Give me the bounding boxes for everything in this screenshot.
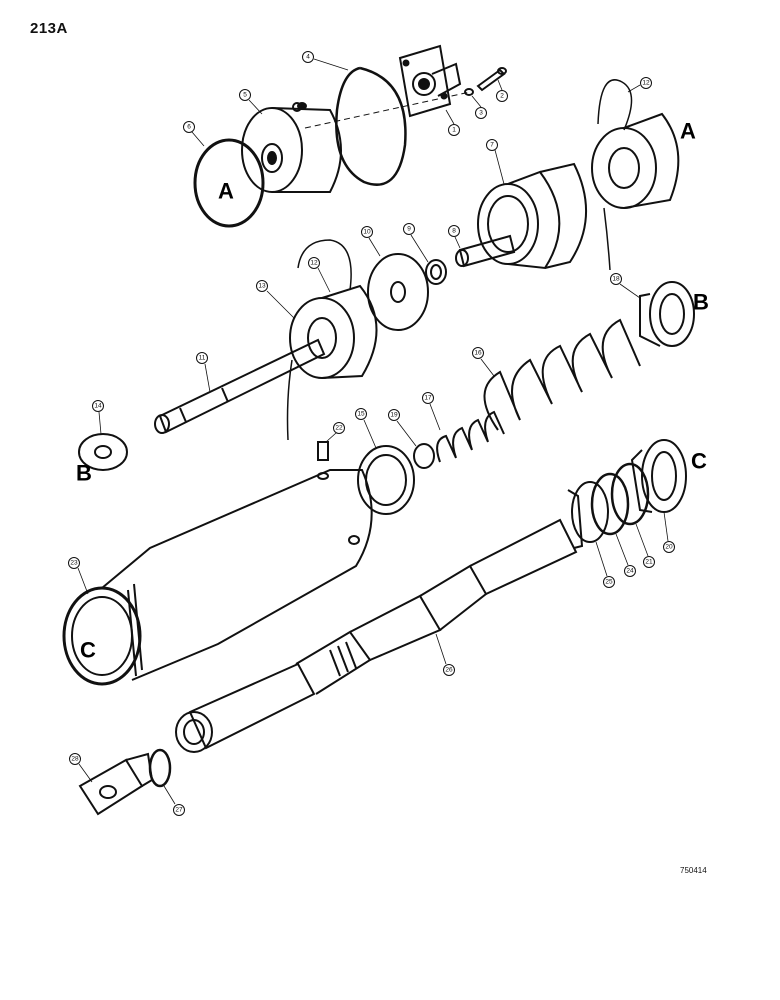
ref-letter-a-coil: A xyxy=(680,119,696,144)
spring-seat-item-18 xyxy=(639,281,695,347)
callout-circle xyxy=(486,139,498,151)
callout-22: 22 xyxy=(335,425,343,432)
callout-circle xyxy=(256,280,268,292)
callout-circle xyxy=(443,664,455,676)
callout-12: 12 xyxy=(642,80,650,87)
callout-circle xyxy=(448,124,460,136)
callout-circle xyxy=(610,273,622,285)
callout-6: 6 xyxy=(187,124,191,131)
callout-28: 28 xyxy=(71,756,79,763)
gland-nut-item-20 xyxy=(630,439,687,513)
callout-circle xyxy=(448,225,460,237)
callout-25: 25 xyxy=(605,579,613,586)
callout-9: 9 xyxy=(407,226,411,233)
bushing-item-9 xyxy=(425,259,447,285)
plate-item-10 xyxy=(367,253,429,331)
callout-circle xyxy=(663,541,675,553)
callout-circle xyxy=(92,400,104,412)
callout-5: 5 xyxy=(243,92,247,99)
large-spring-item-16 xyxy=(483,318,641,431)
alignment-line xyxy=(304,91,471,129)
piston-rod-assembly-item-26 xyxy=(175,518,578,753)
ref-letter-a-o-ring: A xyxy=(218,179,234,204)
coil-body-item-13 xyxy=(286,239,378,441)
callout-circle xyxy=(68,557,80,569)
callout-circle xyxy=(355,408,367,420)
ref-letter-b-spring-seat: B xyxy=(693,290,709,315)
piston-head-item-5 xyxy=(241,102,342,193)
callout-18: 18 xyxy=(612,276,620,283)
callout-10: 10 xyxy=(363,229,371,236)
ref-letter-c-barrel: C xyxy=(80,638,96,663)
callout-circle xyxy=(475,107,487,119)
callout-15: 15 xyxy=(357,411,365,418)
callout-4: 4 xyxy=(306,54,310,61)
bolt-item-2 xyxy=(476,67,507,92)
barrel-item-23 xyxy=(62,469,373,686)
callout-circle xyxy=(422,392,434,404)
callout-24: 24 xyxy=(626,568,634,575)
callout-circle xyxy=(640,77,652,89)
page-number: 213A xyxy=(30,20,68,37)
o-ring-item-21 xyxy=(610,462,650,526)
gland-item-25 xyxy=(567,481,609,549)
callout-circle xyxy=(643,556,655,568)
o-ring-item-27 xyxy=(148,748,172,788)
washer-item-14 xyxy=(78,433,128,471)
callout-26: 26 xyxy=(445,667,453,674)
shaft-item-11 xyxy=(154,338,326,434)
callout-circle xyxy=(308,257,320,269)
callout-21: 21 xyxy=(645,559,653,566)
o-ring-item-6 xyxy=(193,138,265,228)
callout-circle xyxy=(183,121,195,133)
callout-circle xyxy=(624,565,636,577)
snap-ring-item-4 xyxy=(335,66,407,186)
callout-circle xyxy=(239,89,251,101)
callout-circle xyxy=(603,576,615,588)
callout-27: 27 xyxy=(175,807,183,814)
callout-13: 13 xyxy=(258,283,266,290)
clevis-item-28 xyxy=(78,752,154,816)
callout-circle xyxy=(472,347,484,359)
callout-14: 14 xyxy=(94,403,102,410)
drawing-code: 750414 xyxy=(680,866,707,875)
callout-2: 2 xyxy=(500,93,504,100)
callout-17: 17 xyxy=(424,395,432,402)
callout-circle xyxy=(361,226,373,238)
callout-19: 19 xyxy=(390,412,398,419)
callout-circle xyxy=(69,753,81,765)
ref-letter-c-gland-nut: C xyxy=(691,449,707,474)
solenoid-housing-item-7 xyxy=(477,162,588,270)
callout-8: 8 xyxy=(452,228,456,235)
callout-1: 1 xyxy=(452,127,456,134)
callout-3: 3 xyxy=(479,110,483,117)
callout-circle xyxy=(403,223,415,235)
ring-item-19 xyxy=(413,443,435,469)
ref-letter-b-washer: B xyxy=(76,461,92,486)
callout-circle xyxy=(196,352,208,364)
plunger-item-8 xyxy=(455,234,516,268)
callout-20: 20 xyxy=(665,544,673,551)
callout-16: 16 xyxy=(474,350,482,357)
callout-11: 11 xyxy=(199,355,206,362)
o-ring-item-24 xyxy=(590,472,630,536)
callout-12-second: 12 xyxy=(310,260,318,267)
washer-item-3 xyxy=(464,88,474,96)
flange-fitting-item-1 xyxy=(398,44,462,118)
solenoid-coil-item-12 xyxy=(591,79,680,271)
callout-23: 23 xyxy=(70,560,78,567)
small-spring-item-17 xyxy=(436,410,505,463)
callout-circle xyxy=(173,804,185,816)
callout-7: 7 xyxy=(490,142,494,149)
callout-circle xyxy=(496,90,508,102)
callout-circle xyxy=(388,409,400,421)
callout-circle xyxy=(333,422,345,434)
callout-circle xyxy=(302,51,314,63)
